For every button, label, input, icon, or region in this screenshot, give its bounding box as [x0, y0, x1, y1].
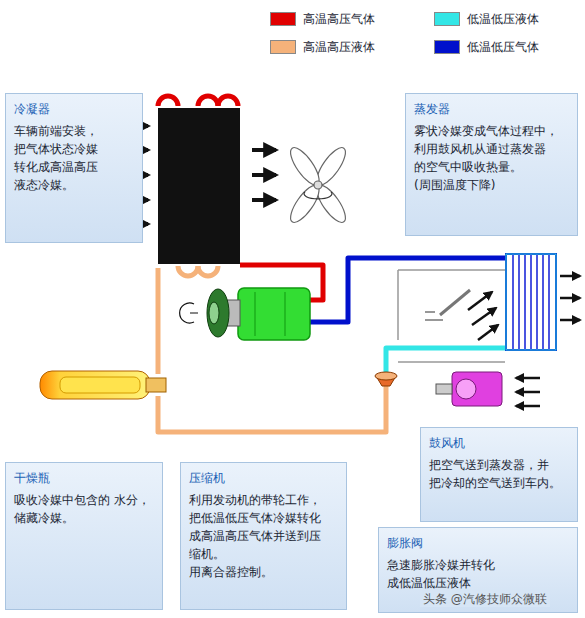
legend-swatch: [434, 40, 460, 54]
condenser-fan: [286, 144, 351, 227]
legend-swatch: [270, 12, 296, 26]
watermark: 头条 @汽修技师众微联: [420, 591, 550, 607]
airflow-arrows: [125, 126, 276, 224]
legend-text: 低温低压液体: [467, 11, 539, 27]
callout-text: (周围温度下降): [414, 176, 569, 194]
callout-box: 鼓风机把空气送到蒸发器，并 把冷却的空气送到车内。: [420, 427, 578, 522]
legend-text: 高温高压气体: [303, 11, 375, 27]
legend-text: 低温低压气体: [467, 39, 539, 55]
expansion-valve: [375, 372, 397, 386]
callout-heading: 鼓风机: [429, 434, 569, 452]
evaporator: [506, 254, 556, 350]
callout-text: 急速膨胀冷媒并转化 成低温低压液体: [387, 556, 569, 592]
callout-heading: 膨胀阀: [387, 534, 569, 552]
compressor: [180, 288, 310, 340]
evaporator-housing: [398, 270, 505, 362]
blower: [436, 372, 502, 406]
legend-item: 高温高压液体: [270, 39, 410, 55]
callout-text: 把空气送到蒸发器，并 把冷却的空气送到车内。: [429, 456, 569, 492]
callout-heading: 压缩机: [189, 469, 338, 487]
refrigerant-pipes: [158, 258, 508, 432]
callout-box: 冷凝器车辆前端安装， 把气体状态冷媒 转化成高温高压 液态冷媒。: [5, 93, 143, 243]
callout-heading: 冷凝器: [14, 100, 134, 118]
callout-box: 压缩机利用发动机的带轮工作， 把低温低压气体冷媒转化 成高温高压气体并送到压 缩…: [180, 462, 347, 610]
callout-text: 吸收冷媒中包含的 水分，储藏冷媒。: [14, 491, 154, 527]
callout-text: 车辆前端安装， 把气体状态冷媒 转化成高温高压 液态冷媒。: [14, 122, 134, 194]
legend-item: 高温高压气体: [270, 11, 410, 27]
drier-bottle: [40, 371, 166, 399]
legend-swatch: [434, 12, 460, 26]
callout-text: 利用发动机的带轮工作， 把低温低压气体冷媒转化 成高温高压气体并送到压 缩机。: [189, 491, 338, 563]
callout-heading: 干燥瓶: [14, 469, 154, 487]
legend-text: 高温高压液体: [303, 39, 375, 55]
legend-item: 低温低压气体: [434, 39, 574, 55]
callout-box: 干燥瓶吸收冷媒中包含的 水分，储藏冷媒。: [5, 462, 163, 610]
legend-swatch: [270, 40, 296, 54]
legend-item: 低温低压液体: [434, 11, 574, 27]
callout-box: 蒸发器雾状冷媒变成气体过程中， 利用鼓风机从通过蒸发器 的空气中吸收热量。(周围…: [405, 93, 578, 236]
callout-text: 用离合器控制。: [189, 563, 338, 581]
callout-heading: 蒸发器: [414, 100, 569, 118]
callout-text: 雾状冷媒变成气体过程中， 利用鼓风机从通过蒸发器 的空气中吸收热量。: [414, 122, 569, 176]
condenser: [158, 96, 240, 276]
